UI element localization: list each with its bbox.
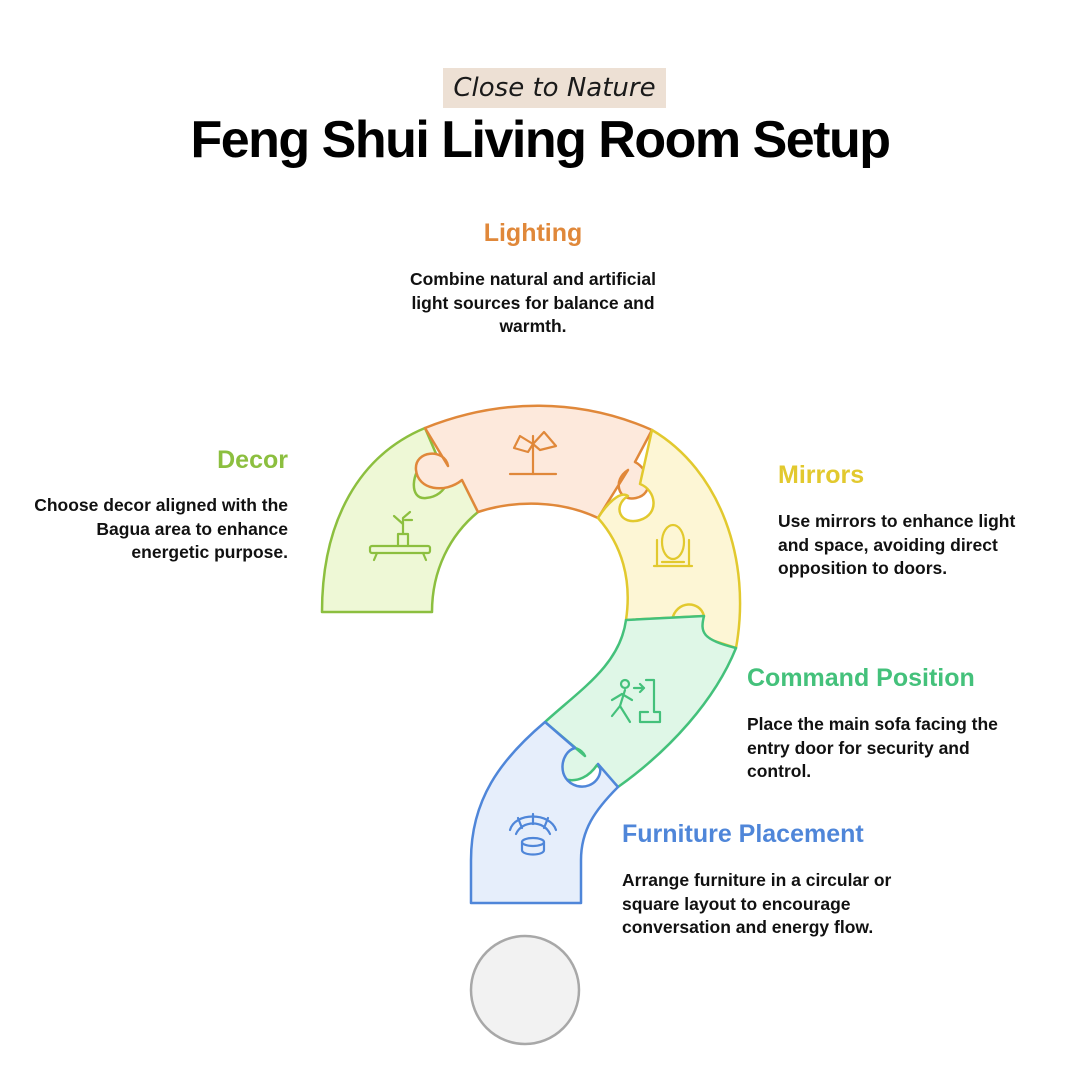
furniture-placement-description: Arrange furniture in a circular or squar… <box>622 870 892 937</box>
lighting-description: Combine natural and artificial light sou… <box>409 269 657 336</box>
question-mark-dot <box>469 934 581 1046</box>
furniture-placement-label: Furniture Placement <box>622 820 864 848</box>
standing-mirror-icon <box>652 523 694 568</box>
command-position-label: Command Position <box>747 664 975 692</box>
person-door-seat-icon <box>610 678 662 724</box>
page-title: Feng Shui Living Room Setup <box>190 111 891 169</box>
floor-lamp-icon <box>508 430 558 476</box>
subtitle-tag: Close to Nature <box>443 68 666 108</box>
command-position-piece <box>543 614 738 789</box>
decor-label: Decor <box>217 446 288 474</box>
circular-seating-icon <box>508 812 558 856</box>
command-position-description: Place the main sofa facing the entry doo… <box>747 714 998 781</box>
mirrors-description: Use mirrors to enhance light and space, … <box>778 511 1016 578</box>
furniture-placement-piece <box>469 720 620 905</box>
mirrors-piece <box>596 428 742 650</box>
plant-bench-icon <box>368 510 432 562</box>
mirrors-label: Mirrors <box>778 461 865 489</box>
decor-description: Choose decor aligned with the Bagua area… <box>34 495 288 562</box>
lighting-label: Lighting <box>483 219 583 247</box>
